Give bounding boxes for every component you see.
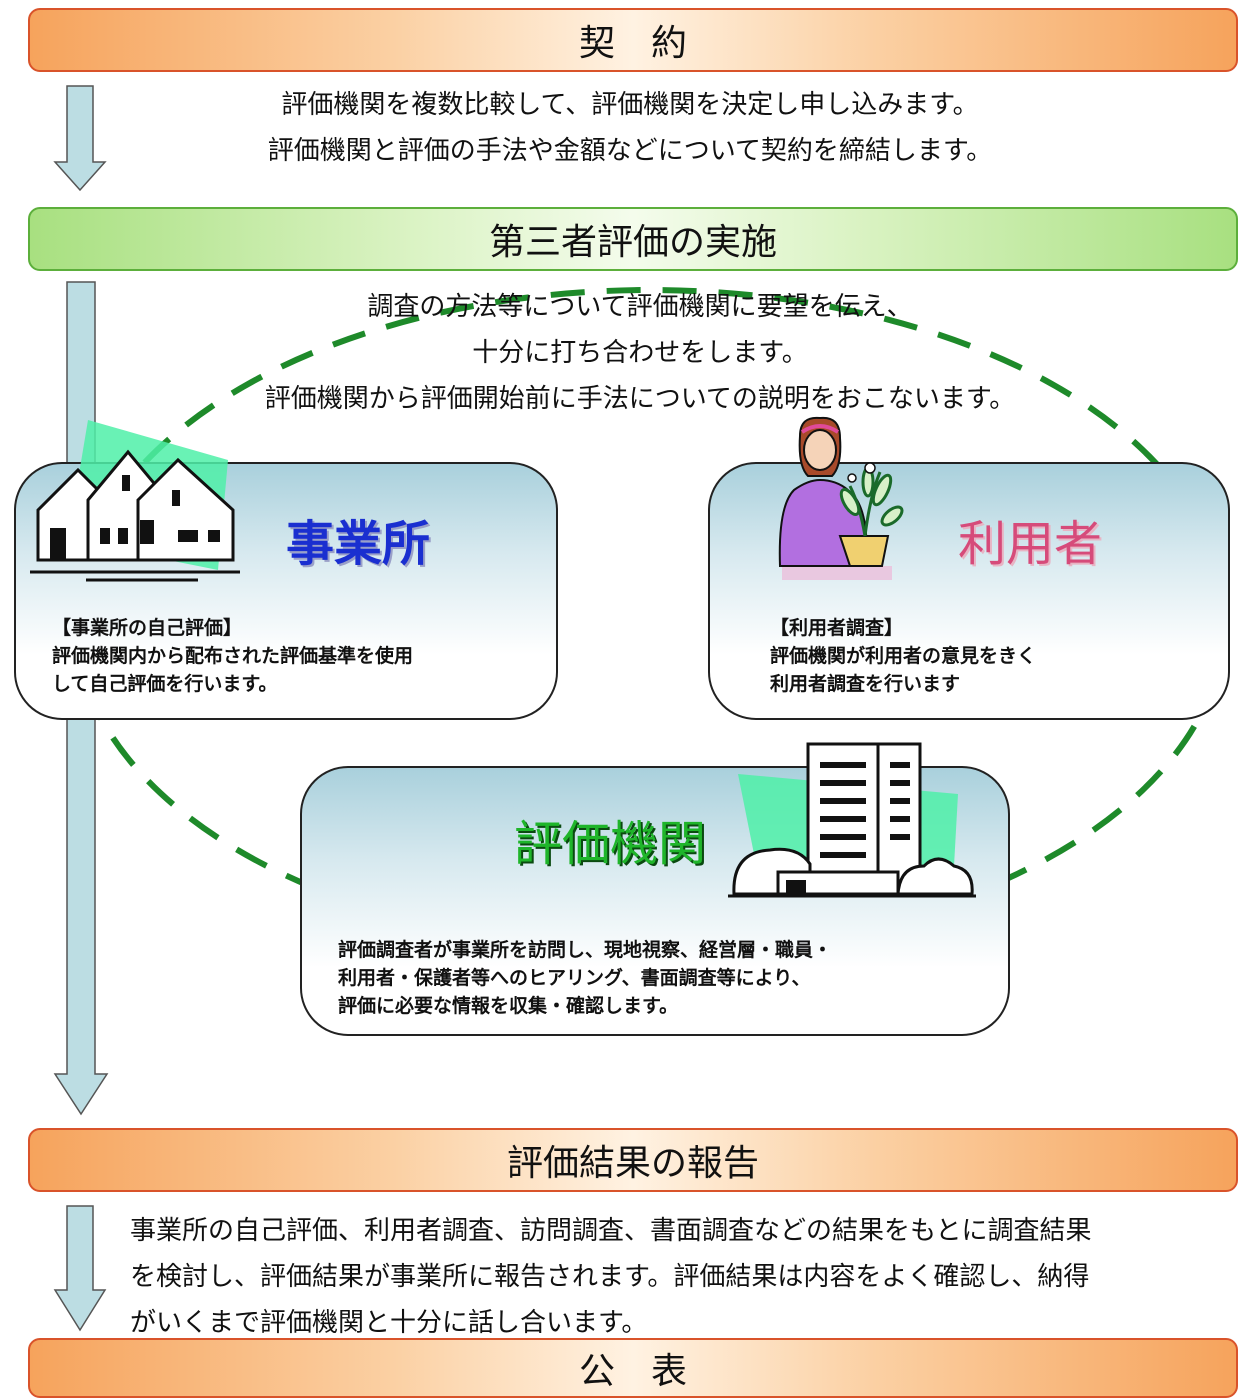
report-line: を検討し、評価結果が事業所に報告されます。評価結果は内容をよく確認し、納得	[130, 1262, 1090, 1292]
office-building-icon	[728, 742, 976, 898]
arrow-1	[53, 85, 107, 192]
agency-line: 評価に必要な情報を収集・確認します。	[338, 995, 679, 1017]
user-title: 利用者	[958, 516, 1103, 572]
office-line: 評価機関内から配布された評価基準を使用	[52, 645, 414, 667]
publication-banner: 公 表	[28, 1338, 1238, 1398]
office-title: 事業所	[286, 516, 431, 572]
user-line: 評価機関が利用者の意見をきく	[770, 645, 1037, 667]
implementation-line: 調査の方法等について評価機関に要望を伝え、	[367, 292, 913, 322]
arrow-3	[53, 1205, 107, 1332]
report-title: 評価結果の報告	[506, 1143, 759, 1184]
implementation-line: 十分に打ち合わせをします。	[472, 338, 808, 368]
contract-line: 評価機関と評価の手法や金額などについて契約を締結します。	[267, 136, 993, 166]
user-heading: 【利用者調査】	[770, 617, 904, 639]
office-line: して自己評価を行います。	[52, 673, 278, 695]
report-banner: 評価結果の報告	[28, 1128, 1238, 1192]
implementation-banner: 第三者評価の実施	[28, 207, 1238, 271]
agency-title: 評価機関	[514, 816, 707, 872]
contract-banner: 契 約	[28, 8, 1238, 72]
implementation-description: 調査の方法等について評価機関に要望を伝え、 十分に打ち合わせをします。 評価機関…	[140, 284, 1140, 422]
contract-line: 評価機関を複数比較して、評価機関を決定し申し込みます。	[281, 90, 979, 120]
report-description: 事業所の自己評価、利用者調査、訪問調査、書面調査などの結果をもとに調査結果 を検…	[130, 1208, 1240, 1346]
implementation-title: 第三者評価の実施	[488, 222, 777, 263]
report-line: 事業所の自己評価、利用者調査、訪問調査、書面調査などの結果をもとに調査結果	[130, 1216, 1092, 1246]
report-line: がいくまで評価機関と十分に話し合います。	[130, 1308, 648, 1338]
agency-line: 利用者・保護者等へのヒアリング、書面調査等により、	[338, 967, 811, 989]
office-heading: 【事業所の自己評価】	[52, 617, 243, 639]
agency-description: 評価調査者が事業所を訪問し、現地視察、経営層・職員・ 利用者・保護者等へのヒアリ…	[338, 936, 998, 1020]
contract-description: 評価機関を複数比較して、評価機関を決定し申し込みます。 評価機関と評価の手法や金…	[130, 82, 1130, 174]
agency-line: 評価調査者が事業所を訪問し、現地視察、経営層・職員・	[338, 939, 833, 961]
user-line: 利用者調査を行います	[770, 673, 961, 695]
woman-with-plant-icon	[778, 416, 904, 580]
contract-title: 契 約	[578, 23, 687, 64]
implementation-line: 評価機関から評価開始前に手法についての説明をおこないます。	[264, 384, 1016, 414]
office-description: 【事業所の自己評価】 評価機関内から配布された評価基準を使用 して自己評価を行い…	[52, 614, 552, 698]
house-icon	[30, 420, 240, 582]
user-description: 【利用者調査】 評価機関が利用者の意見をきく 利用者調査を行います	[770, 614, 1210, 698]
publication-title: 公 表	[578, 1351, 687, 1392]
